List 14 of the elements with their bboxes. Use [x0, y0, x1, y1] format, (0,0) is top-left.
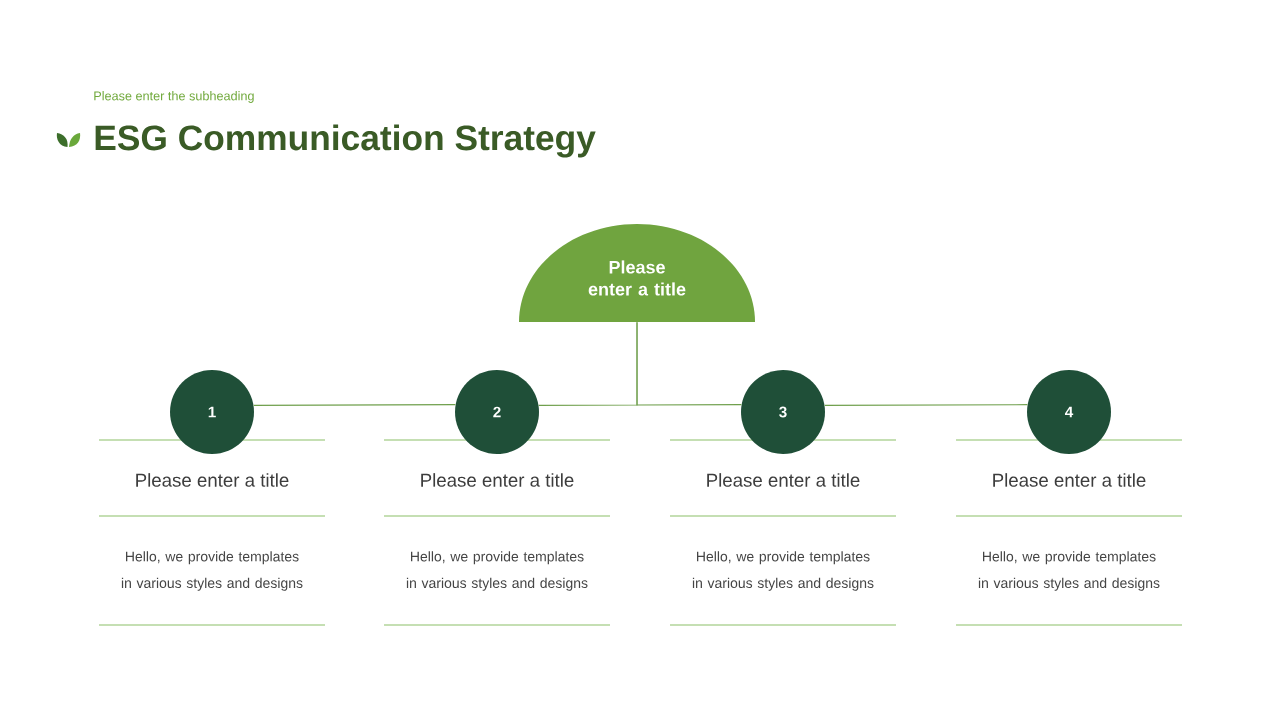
subheading: Please enter the subheading	[94, 91, 254, 103]
body-text: Hello, we provide templates in various styles and designs	[406, 551, 588, 591]
body-text: Hello, we provide templates in various styles and designs	[121, 551, 303, 591]
connector-line	[253, 404, 456, 406]
column-title: Please enter a title	[421, 473, 574, 487]
semicircle: Please enter a title	[519, 224, 755, 322]
column-title: Please enter a title	[707, 473, 860, 487]
connector-line	[824, 404, 1028, 406]
heading: ESG Communication Strategy	[95, 124, 596, 158]
column-title: Please enter a title	[993, 473, 1146, 487]
body-text: Hello, we provide templates in various styles and designs	[692, 551, 874, 591]
column-title: Please enter a title	[136, 473, 289, 487]
body-text: Hello, we provide templates in various styles and designs	[978, 551, 1160, 591]
connector-line	[636, 321, 742, 406]
